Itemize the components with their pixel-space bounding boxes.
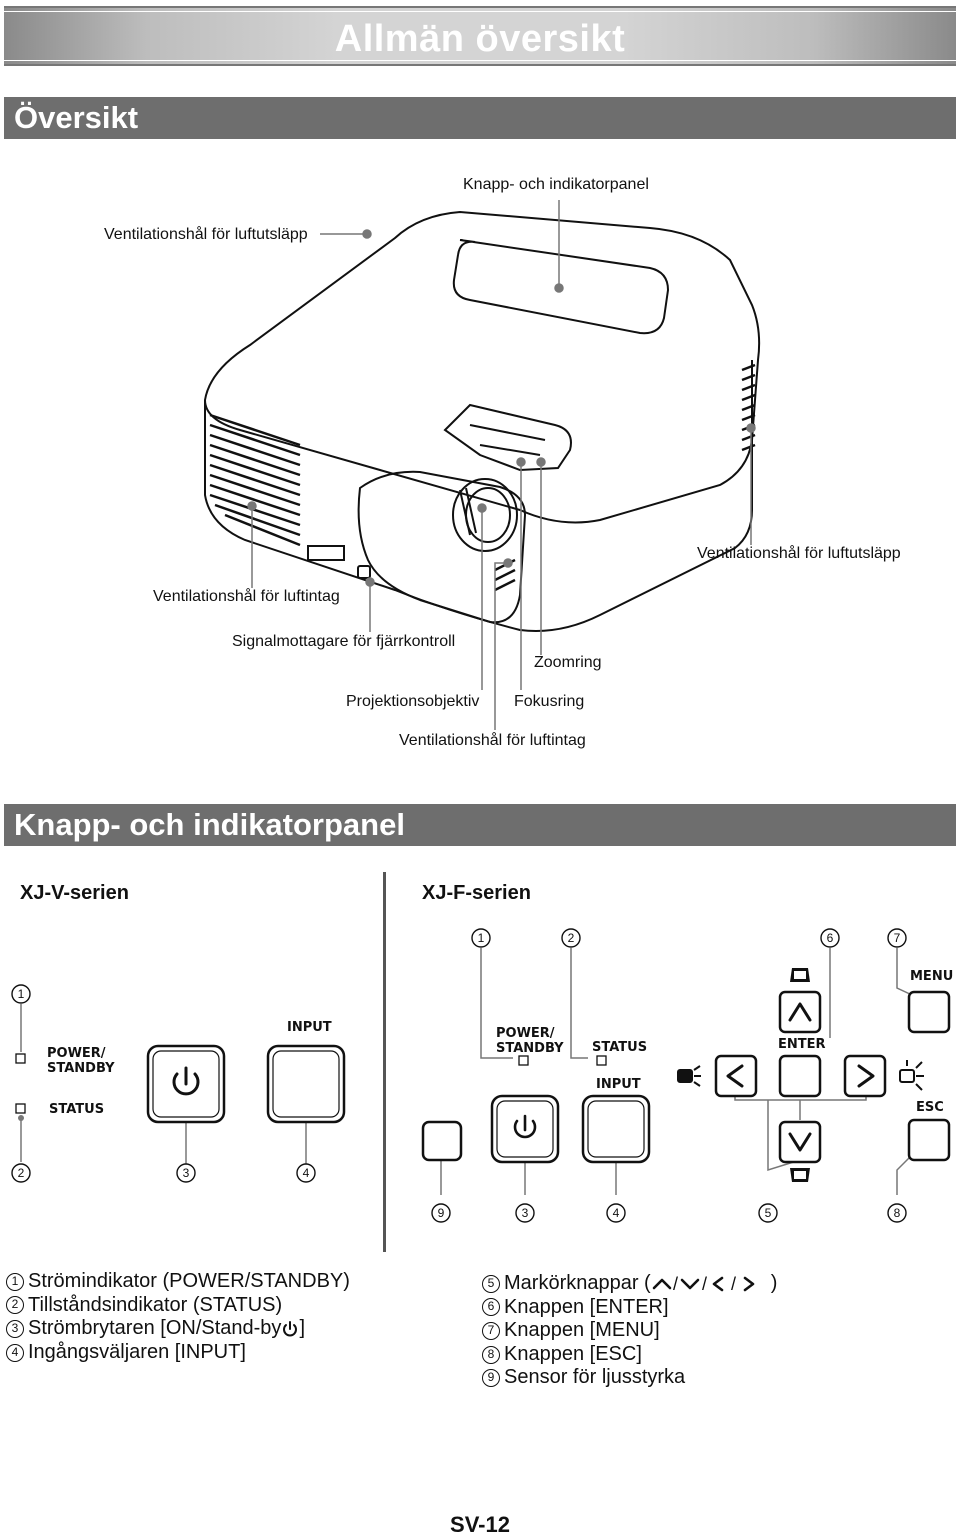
chevron-right-icon — [857, 1064, 875, 1088]
xjf-power-label: POWER/STANDBY — [496, 1026, 564, 1056]
brightness-up-icon — [899, 1060, 924, 1091]
label-button-indicator-panel: Knapp- och indikatorpanel — [463, 176, 649, 193]
panel-callout-numbers: 1 2 3 4 1 2 6 7 9 3 4 5 8 — [11, 928, 907, 1223]
label-focus-ring: Fokusring — [514, 693, 585, 710]
callout-xjf-3: 3 — [522, 1206, 529, 1220]
cursor-arrows-icon: / / / — [652, 1275, 755, 1293]
label-intake-vent-front: Ventilationshål för luftintag — [153, 588, 340, 605]
callout-xjf-1: 1 — [478, 931, 485, 945]
label-zoom-ring: Zoomring — [534, 654, 602, 671]
projector-illustration — [203, 200, 761, 730]
power-icon — [172, 1066, 200, 1096]
xjf-esc-label: ESC — [916, 1100, 944, 1115]
xjf-panel-diagram — [421, 948, 951, 1195]
xjv-status-label: STATUS — [49, 1102, 105, 1117]
callout-xjv-3: 3 — [183, 1166, 190, 1180]
label-exhaust-vent-side: Ventilationshål för luftutsläpp — [697, 545, 901, 562]
section-panel-heading: Knapp- och indikatorpanel — [4, 804, 956, 846]
xjf-series-title: XJ-F-serien — [422, 882, 531, 904]
callout-xjf-6: 6 — [827, 931, 834, 945]
svg-text:/: / — [731, 1275, 736, 1293]
xjv-panel-diagram — [15, 1004, 346, 1165]
xjv-series-title: XJ-V-serien — [20, 882, 129, 904]
xjf-enter-label: ENTER — [778, 1037, 826, 1052]
svg-text:/: / — [673, 1275, 678, 1293]
xjv-input-label: INPUT — [287, 1020, 332, 1035]
brightness-down-icon — [677, 1065, 701, 1087]
label-intake-vent-bottom: Ventilationshål för luftintag — [399, 732, 586, 749]
callout-xjv-2: 2 — [18, 1166, 25, 1180]
xjv-power-label: POWER/STANDBY — [47, 1046, 115, 1076]
callout-xjf-8: 8 — [894, 1206, 901, 1220]
callout-xjf-2: 2 — [568, 931, 575, 945]
power-icon — [283, 1320, 298, 1337]
callout-xjf-4: 4 — [613, 1206, 620, 1220]
series-divider — [383, 872, 386, 1252]
page-header: Allmän översikt — [4, 6, 956, 66]
xjf-input-label: INPUT — [596, 1077, 641, 1092]
section-overview-heading: Översikt — [4, 97, 956, 139]
callout-xjf-5: 5 — [765, 1206, 772, 1220]
label-remote-sensor: Signalmottagare för fjärrkontroll — [232, 633, 456, 650]
svg-text:/: / — [702, 1275, 707, 1293]
page-number: SV-12 — [450, 1512, 510, 1537]
xjf-menu-label: MENU — [910, 969, 954, 984]
callout-xjv-4: 4 — [303, 1166, 310, 1180]
label-projection-lens: Projektionsobjektiv — [346, 693, 480, 710]
callout-xjf-7: 7 — [894, 931, 901, 945]
chevron-down-icon — [788, 1132, 812, 1152]
callout-xjf-9: 9 — [438, 1206, 445, 1220]
page-title: Allmän översikt — [334, 18, 626, 60]
xjf-status-label: STATUS — [592, 1040, 648, 1055]
chevron-left-icon — [726, 1064, 744, 1088]
label-exhaust-vent-top: Ventilationshål för luftutsläpp — [104, 226, 308, 243]
power-icon — [513, 1114, 537, 1139]
chevron-up-icon — [788, 1002, 812, 1022]
callout-xjv-1: 1 — [18, 987, 25, 1001]
